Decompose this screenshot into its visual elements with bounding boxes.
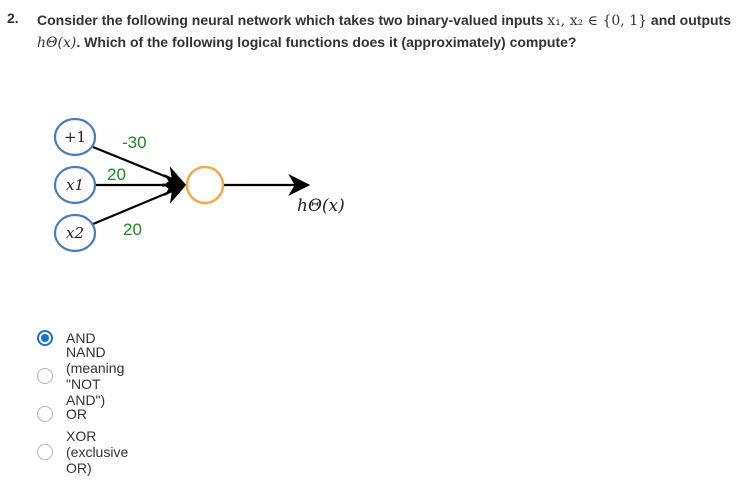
input-node-x2 xyxy=(53,213,97,253)
bias-node-label: +1 xyxy=(64,128,86,146)
question-text-part2: and outputs xyxy=(647,12,732,28)
input1-node-label: x1 xyxy=(66,176,84,194)
weight-x1-label: 20 xyxy=(107,165,126,184)
weight-x2-label: 20 xyxy=(123,220,142,239)
option-label: OR xyxy=(66,406,87,422)
weight-bias-label: -30 xyxy=(122,133,147,152)
input-node-x1 xyxy=(53,165,97,205)
option-nand[interactable]: NAND (meaning "NOT AND") xyxy=(37,344,124,408)
question-text-part3: . Which of the following logical functio… xyxy=(76,34,577,50)
radio-and[interactable] xyxy=(37,330,53,346)
option-and[interactable]: AND xyxy=(37,328,96,348)
option-or[interactable]: OR xyxy=(37,404,87,424)
edge-x2 xyxy=(92,183,187,226)
option-label: AND xyxy=(66,330,96,346)
question-text: Consider the following neural network wh… xyxy=(37,10,737,54)
input2-node-label: x2 xyxy=(66,224,84,242)
radio-nand[interactable] xyxy=(37,368,53,384)
option-label: XOR (exclusive OR) xyxy=(66,428,129,476)
question-number: 2. xyxy=(7,10,19,26)
inputs-math: x₁, x₂ ∈ {0, 1} xyxy=(547,13,648,29)
radio-or[interactable] xyxy=(37,406,53,422)
bias-node xyxy=(53,117,97,157)
radio-xor[interactable] xyxy=(37,444,53,460)
output-node xyxy=(185,165,225,205)
option-label: NAND (meaning "NOT AND") xyxy=(66,344,125,408)
output-label: hΘ(x) xyxy=(297,196,345,216)
output-math: hΘ(x) xyxy=(37,35,77,51)
question-text-part1: Consider the following neural network wh… xyxy=(37,12,548,28)
option-xor[interactable]: XOR (exclusive OR) xyxy=(37,428,128,476)
